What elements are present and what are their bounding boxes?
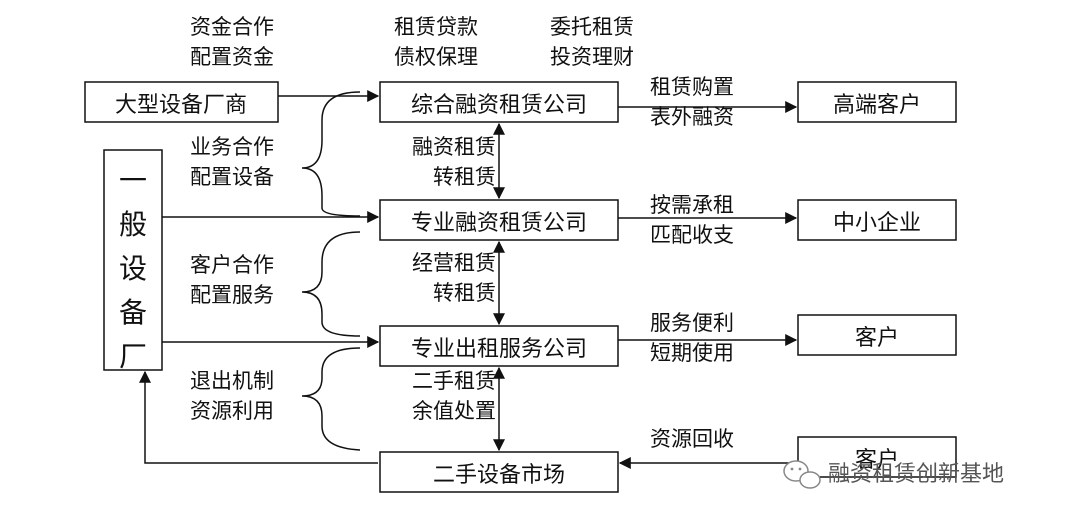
annotation-line: 配置设备 bbox=[190, 165, 274, 189]
box-clients-label: 客户 bbox=[855, 326, 899, 351]
box-general-manufacturer: 一般设备厂 bbox=[103, 149, 163, 373]
wechat-icon bbox=[783, 460, 821, 489]
annotation-line: 委托租赁 bbox=[550, 15, 634, 39]
box-large-manufacturer-label: 大型设备厂商 bbox=[115, 93, 247, 118]
box-rental-service: 专业出租服务公司 bbox=[379, 325, 619, 367]
annotation-line: 配置资金 bbox=[190, 45, 274, 69]
annotation-line: 按需承租 bbox=[650, 193, 734, 217]
general-manufacturer-char: 一 bbox=[119, 164, 147, 197]
annotation-line: 服务便利 bbox=[650, 311, 734, 335]
box-clients-bottom: 客户 bbox=[797, 436, 957, 478]
annotation-line: 转租赁 bbox=[433, 165, 496, 189]
general-manufacturer-char: 般 bbox=[119, 208, 147, 241]
box-comprehensive-leasing: 综合融资租赁公司 bbox=[379, 81, 619, 123]
annotation-recycle: 资源回收 bbox=[650, 427, 734, 451]
box-specialized-leasing: 专业融资租赁公司 bbox=[379, 199, 619, 241]
annotation-line: 余值处置 bbox=[412, 399, 496, 423]
box-sme-label: 中小企业 bbox=[833, 211, 921, 236]
annotation-on-demand: 按需承租匹配收支 bbox=[650, 193, 734, 247]
annotation-service: 服务便利短期使用 bbox=[650, 311, 734, 365]
annotation-line: 资源利用 bbox=[190, 399, 274, 423]
annotation-operating-lease: 经营租赁转租赁 bbox=[412, 251, 496, 305]
annotation-business: 业务合作配置设备 bbox=[190, 135, 274, 189]
annotation-line: 转租赁 bbox=[433, 281, 496, 305]
box-clients-bottom-label: 客户 bbox=[855, 448, 899, 473]
annotation-line: 租赁购置 bbox=[650, 75, 734, 99]
brace-customer bbox=[301, 231, 361, 337]
box-general-manufacturer-label: 一般设备厂 bbox=[119, 164, 147, 373]
box-secondhand-market-label: 二手设备市场 bbox=[433, 463, 565, 488]
annotation-line: 短期使用 bbox=[650, 341, 734, 365]
annotation-line: 融资租赁 bbox=[412, 135, 496, 159]
annotation-lease-loan: 租赁贷款债权保理 bbox=[394, 15, 478, 69]
box-clients: 客户 bbox=[797, 314, 957, 356]
annotation-line: 经营租赁 bbox=[412, 251, 496, 275]
watermark-text: 融资租赁创新基地 bbox=[828, 462, 1004, 487]
annotation-line: 资金合作 bbox=[190, 15, 274, 39]
annotation-purchase: 租赁购置表外融资 bbox=[650, 75, 734, 129]
annotation-line: 客户合作 bbox=[190, 253, 274, 277]
annotation-line: 二手租赁 bbox=[412, 369, 496, 393]
annotation-line: 匹配收支 bbox=[650, 223, 734, 247]
annotation-line: 债权保理 bbox=[394, 45, 478, 69]
annotation-line: 退出机制 bbox=[190, 369, 274, 393]
annotation-line: 配置服务 bbox=[190, 283, 274, 307]
annotation-line: 投资理财 bbox=[550, 45, 634, 69]
box-large-manufacturer: 大型设备厂商 bbox=[84, 81, 279, 123]
arrow-market-to-general bbox=[139, 370, 378, 464]
annotation-entrusted-lease: 委托租赁投资理财 bbox=[550, 15, 634, 69]
annotation-secondhand-lease: 二手租赁余值处置 bbox=[412, 369, 496, 423]
box-rental-service-label: 专业出租服务公司 bbox=[411, 337, 587, 362]
box-sme: 中小企业 bbox=[797, 199, 957, 241]
annotation-exit: 退出机制资源利用 bbox=[190, 369, 274, 423]
annotation-customer: 客户合作配置服务 bbox=[190, 253, 274, 307]
box-specialized-leasing-label: 专业融资租赁公司 bbox=[411, 211, 587, 236]
box-comprehensive-leasing-label: 综合融资租赁公司 bbox=[411, 93, 587, 118]
general-manufacturer-char: 备 bbox=[119, 296, 147, 329]
general-manufacturer-char: 设 bbox=[119, 252, 147, 285]
annotation-line: 业务合作 bbox=[190, 135, 274, 159]
annotation-funding: 资金合作配置资金 bbox=[190, 15, 274, 69]
brace-exit bbox=[301, 347, 361, 451]
box-secondhand-market: 二手设备市场 bbox=[379, 451, 619, 493]
box-high-end-clients-label: 高端客户 bbox=[833, 93, 921, 118]
annotation-line: 表外融资 bbox=[650, 105, 734, 129]
annotation-finance-lease: 融资租赁转租赁 bbox=[412, 135, 496, 189]
watermark: 融资租赁创新基地 bbox=[783, 460, 1004, 489]
annotation-line: 租赁贷款 bbox=[394, 15, 478, 39]
box-high-end-clients: 高端客户 bbox=[797, 81, 957, 123]
annotation-line: 资源回收 bbox=[650, 427, 734, 451]
general-manufacturer-char: 厂 bbox=[119, 340, 147, 373]
brace-business bbox=[301, 91, 361, 217]
